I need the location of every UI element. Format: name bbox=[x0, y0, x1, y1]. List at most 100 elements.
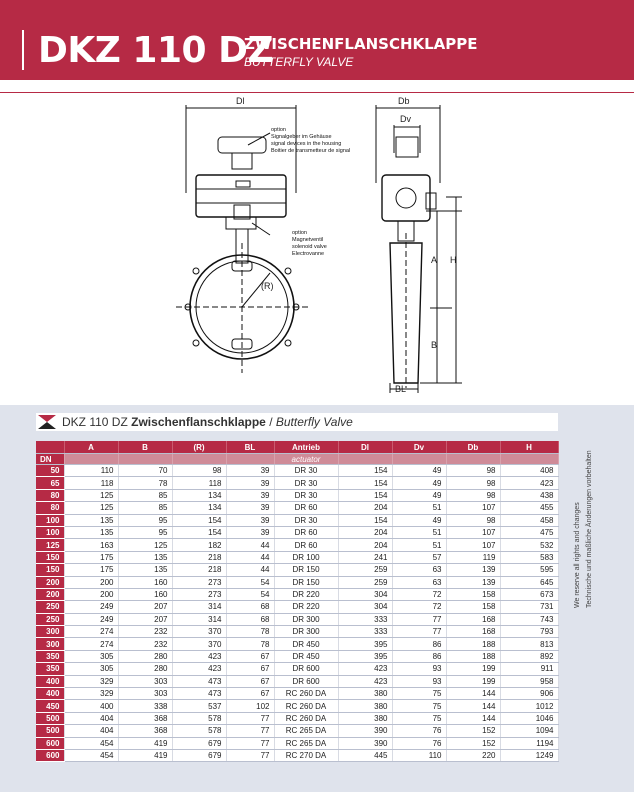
dn-cell: 450 bbox=[36, 699, 65, 713]
table-cell: 259 bbox=[338, 576, 393, 589]
table-cell: 232 bbox=[118, 625, 173, 639]
dim-dv: Dv bbox=[400, 114, 411, 124]
table-cell: 72 bbox=[392, 588, 447, 602]
table-cell: 98 bbox=[172, 464, 227, 478]
table-cell: 220 bbox=[446, 749, 501, 763]
dn-cell: 600 bbox=[36, 737, 65, 751]
table-cell: 39 bbox=[226, 489, 275, 503]
table-cell: 119 bbox=[446, 551, 501, 565]
table-cell: 329 bbox=[64, 675, 119, 689]
table-cell: 333 bbox=[338, 613, 393, 627]
table-cell: 93 bbox=[392, 662, 447, 676]
table-cell: 273 bbox=[172, 576, 227, 589]
table-cell: 118 bbox=[172, 476, 227, 490]
table-cell: 368 bbox=[118, 724, 173, 738]
note1-line3: signal devices in the housing bbox=[271, 141, 341, 147]
table-cell: 395 bbox=[338, 650, 393, 664]
table-cell: 135 bbox=[64, 526, 119, 540]
table-cell: 118 bbox=[64, 476, 119, 490]
table-cell: 303 bbox=[118, 675, 173, 689]
table-cell: DR 30 bbox=[274, 464, 339, 478]
dn-cell: 350 bbox=[36, 662, 65, 676]
table-cell: 77 bbox=[226, 749, 275, 763]
table-cell: 39 bbox=[226, 476, 275, 490]
table-cell: 280 bbox=[118, 650, 173, 664]
table-cell: 537 bbox=[172, 699, 227, 713]
table-cell: 68 bbox=[226, 613, 275, 627]
table-cell: DR 220 bbox=[274, 600, 339, 614]
table-cell: 423 bbox=[172, 650, 227, 664]
table-cell: DR 300 bbox=[274, 625, 339, 639]
table-cell: 673 bbox=[500, 588, 559, 602]
table-cell: 458 bbox=[500, 514, 559, 527]
table-cell: 78 bbox=[118, 476, 173, 490]
table-cell: 249 bbox=[64, 613, 119, 627]
table-cell: DR 30 bbox=[274, 514, 339, 527]
side-note-line1: We reserve all rights and changes bbox=[574, 502, 581, 608]
table-cell: 152 bbox=[446, 737, 501, 751]
table-cell: 78 bbox=[226, 625, 275, 639]
table-cell: 67 bbox=[226, 675, 275, 689]
dn-cell: 300 bbox=[36, 637, 65, 651]
table-cell: 63 bbox=[392, 576, 447, 589]
table-cell: 54 bbox=[226, 588, 275, 602]
table-cell: 280 bbox=[118, 662, 173, 676]
table-cell: 532 bbox=[500, 538, 559, 552]
table-cell: 380 bbox=[338, 699, 393, 713]
table-cell: 175 bbox=[64, 551, 119, 565]
table-cell: 70 bbox=[118, 464, 173, 478]
table-cell: 154 bbox=[338, 476, 393, 490]
table-cell: 51 bbox=[392, 501, 447, 515]
table-cell: 204 bbox=[338, 538, 393, 552]
table-cell: 49 bbox=[392, 489, 447, 503]
table-cell: 906 bbox=[500, 687, 559, 701]
table-cell: 175 bbox=[64, 563, 119, 577]
table-cell: DR 100 bbox=[274, 551, 339, 565]
table-cell: 152 bbox=[446, 724, 501, 738]
table-title-bar: DKZ 110 DZ Zwischenflanschklappe / Butte… bbox=[36, 413, 558, 431]
table-title-bold: Zwischenflanschklappe bbox=[131, 415, 266, 429]
table-cell: 77 bbox=[226, 712, 275, 726]
table-cell: 144 bbox=[446, 687, 501, 701]
table-cell: 232 bbox=[118, 637, 173, 651]
col-header-col9: H bbox=[500, 441, 559, 454]
table-cell: 68 bbox=[226, 600, 275, 614]
table-cell: 578 bbox=[172, 724, 227, 738]
table-cell: 39 bbox=[226, 464, 275, 478]
table-cell: 438 bbox=[500, 489, 559, 503]
table-cell: 107 bbox=[446, 526, 501, 540]
table-cell: 204 bbox=[338, 526, 393, 540]
note2-line1: option bbox=[292, 230, 307, 236]
table-cell: 163 bbox=[64, 538, 119, 552]
dn-cell: 150 bbox=[36, 551, 65, 565]
table-cell: DR 220 bbox=[274, 588, 339, 602]
table-cell: 595 bbox=[500, 563, 559, 577]
table-cell: 390 bbox=[338, 737, 393, 751]
dn-label: DN bbox=[36, 453, 65, 465]
dn-cell: 400 bbox=[36, 687, 65, 701]
table-cell: 314 bbox=[172, 600, 227, 614]
table-cell: 273 bbox=[172, 588, 227, 602]
col-header-col6: Dl bbox=[338, 441, 393, 454]
table-cell: 314 bbox=[172, 613, 227, 627]
table-cell: 158 bbox=[446, 588, 501, 602]
table-cell: DR 150 bbox=[274, 576, 339, 589]
table-cell: 395 bbox=[338, 637, 393, 651]
table-cell: 304 bbox=[338, 588, 393, 602]
table-cell: 54 bbox=[226, 576, 275, 589]
table-cell: 1046 bbox=[500, 712, 559, 726]
table-cell: 154 bbox=[338, 489, 393, 503]
table-cell: DR 600 bbox=[274, 662, 339, 676]
table-cell: RC 265 DA bbox=[274, 737, 339, 751]
dn-cell: 600 bbox=[36, 749, 65, 763]
table-cell: 158 bbox=[446, 600, 501, 614]
table-cell: 1094 bbox=[500, 724, 559, 738]
table-cell: 423 bbox=[500, 476, 559, 490]
